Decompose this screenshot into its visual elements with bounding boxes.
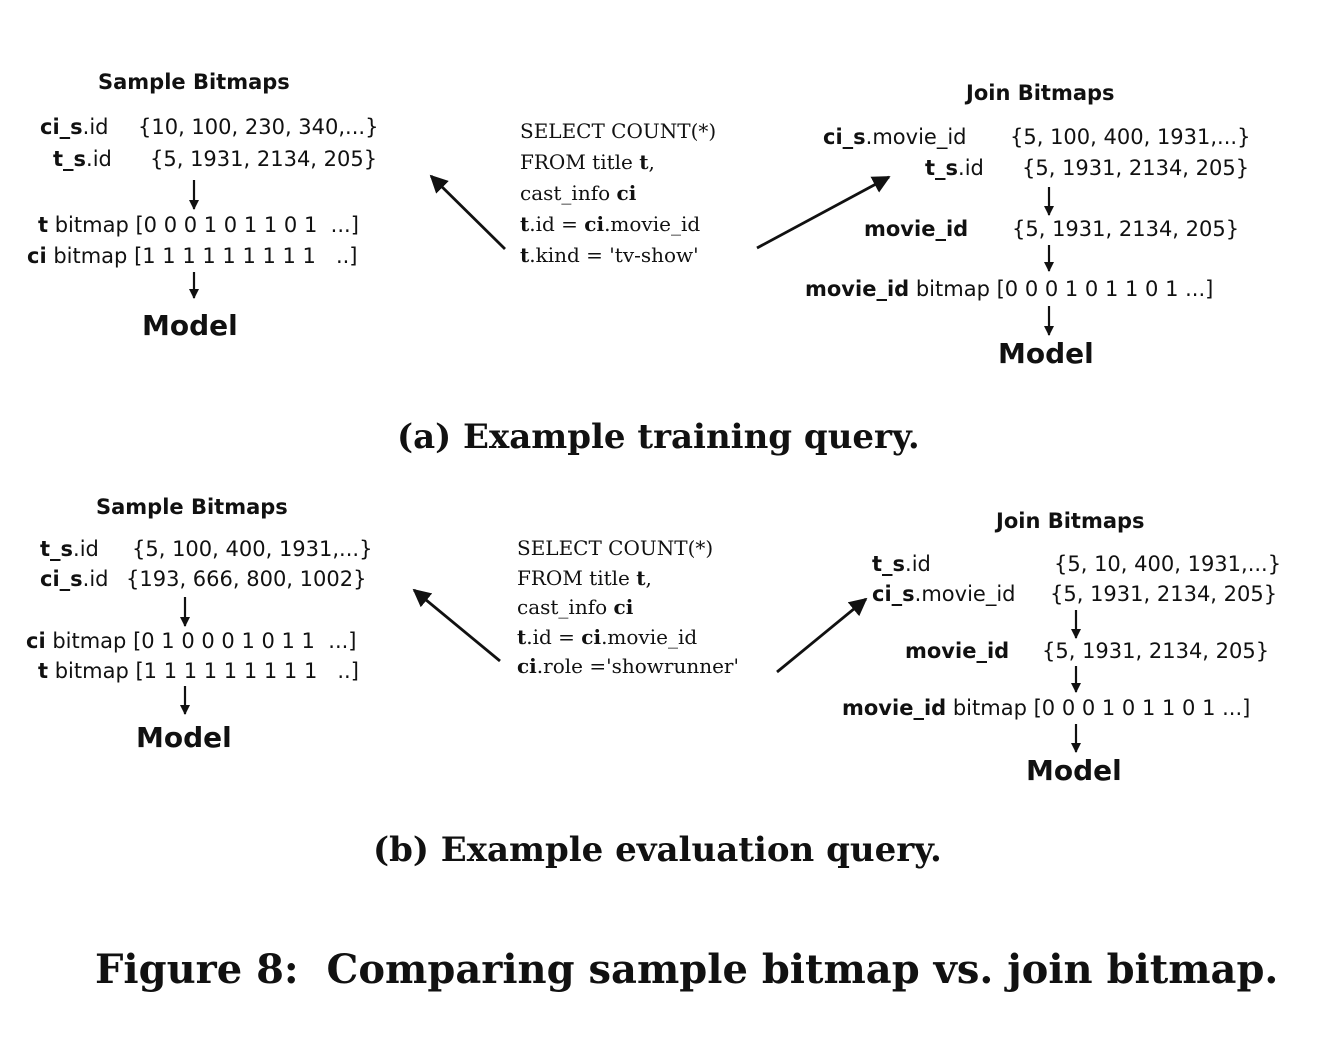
panel-a-sample-row-1: ci_s.id xyxy=(40,115,109,139)
panel-b-sample-row-2: ci_s.id xyxy=(40,567,109,591)
panel-b-join-row-2: ci_s.movie_id xyxy=(872,582,1016,606)
arrow-to-join xyxy=(776,597,868,674)
panel-a-join-model-label: Model xyxy=(998,337,1094,370)
panel-b-caption: (b) Example evaluation query. xyxy=(373,830,942,870)
panel-a-bitmap-row-1: t bitmap [0 0 0 1 0 1 1 0 1 ...] xyxy=(38,213,359,237)
panel-b-join-title: Join Bitmaps xyxy=(996,509,1145,533)
panel-a-join-row-2: t_s.id xyxy=(925,156,984,180)
arrow-to-join xyxy=(756,175,891,250)
panel-b-sample-row-1: t_s.id xyxy=(40,537,99,561)
panel-b-join-row-1: t_s.id xyxy=(872,552,931,576)
panel-a-sql-query: SELECT COUNT(*) FROM title t, cast_info ci… xyxy=(520,116,716,271)
panel-b-sample-model-label: Model xyxy=(136,721,232,754)
panel-b-movie-id-bitmap: movie_id bitmap [0 0 0 1 0 1 1 0 1 ...] xyxy=(842,696,1251,720)
panel-a-sample-title: Sample Bitmaps xyxy=(98,70,290,94)
panel-b-movie-id-label: movie_id xyxy=(905,639,1010,663)
panel-b-sample-row-1-values: {5, 100, 400, 1931,...} xyxy=(132,537,373,561)
panel-a-join-row-2-values: {5, 1931, 2134, 205} xyxy=(1022,156,1250,180)
sql-line-4: t.id = ci.movie_id xyxy=(520,212,701,236)
sql-line-2: FROM title t, xyxy=(520,150,655,174)
sql-line-1: SELECT COUNT(*) xyxy=(520,119,717,143)
panel-b-join-model-label: Model xyxy=(1026,754,1122,787)
panel-b-bitmap-row-2: t bitmap [1 1 1 1 1 1 1 1 1 ..] xyxy=(38,659,359,683)
figure-caption: Figure 8: Comparing sample bitmap vs. jo… xyxy=(95,946,1279,993)
panel-b-join-row-1-values: {5, 10, 400, 1931,...} xyxy=(1054,552,1282,576)
sql-line-5: ci.role ='showrunner' xyxy=(517,654,739,678)
panel-b-bitmap-row-1: ci bitmap [0 1 0 0 0 1 0 1 1 ...] xyxy=(26,629,357,653)
panel-a-join-row-1: ci_s.movie_id xyxy=(823,125,967,149)
arrow-to-sample xyxy=(429,174,506,250)
panel-a-bitmap-row-2: ci bitmap [1 1 1 1 1 1 1 1 1 ..] xyxy=(27,244,358,268)
sql-line-3: cast_info ci xyxy=(520,181,637,205)
panel-b-join-row-2-values: {5, 1931, 2134, 205} xyxy=(1050,582,1278,606)
panel-a-sample-row-2: t_s.id xyxy=(53,147,112,171)
panel-a-movie-id-label: movie_id xyxy=(864,217,969,241)
panel-a-movie-id-bitmap: movie_id bitmap [0 0 0 1 0 1 1 0 1 ...] xyxy=(805,277,1214,301)
sql-line-5: t.kind = 'tv-show' xyxy=(520,243,699,267)
sql-line-3: cast_info ci xyxy=(517,595,634,619)
sql-line-4: t.id = ci.movie_id xyxy=(517,624,698,649)
panel-a-caption: (a) Example training query. xyxy=(397,417,920,457)
panel-b-movie-id-values: {5, 1931, 2134, 205} xyxy=(1042,639,1270,663)
sql-line-1: SELECT COUNT(*) xyxy=(517,536,714,560)
panel-a-movie-id-values: {5, 1931, 2134, 205} xyxy=(1012,217,1240,241)
panel-a-join-row-1-values: {5, 100, 400, 1931,...} xyxy=(1010,125,1251,149)
panel-a-sample-model-label: Model xyxy=(142,309,238,342)
panel-a-sample-row-2-values: {5, 1931, 2134, 205} xyxy=(150,147,378,171)
panel-a-sample-row-1-values: {10, 100, 230, 340,...} xyxy=(138,115,379,139)
sql-line-2: FROM title t, xyxy=(517,565,652,590)
panel-a-join-title: Join Bitmaps xyxy=(966,81,1115,105)
arrow-to-sample xyxy=(412,588,501,663)
panel-b-sample-row-2-values: {193, 666, 800, 1002} xyxy=(126,567,367,591)
panel-b-sql-query: SELECT COUNT(*) FROM title t, cast_info ci… xyxy=(517,534,739,682)
panel-b-sample-title: Sample Bitmaps xyxy=(96,495,288,519)
